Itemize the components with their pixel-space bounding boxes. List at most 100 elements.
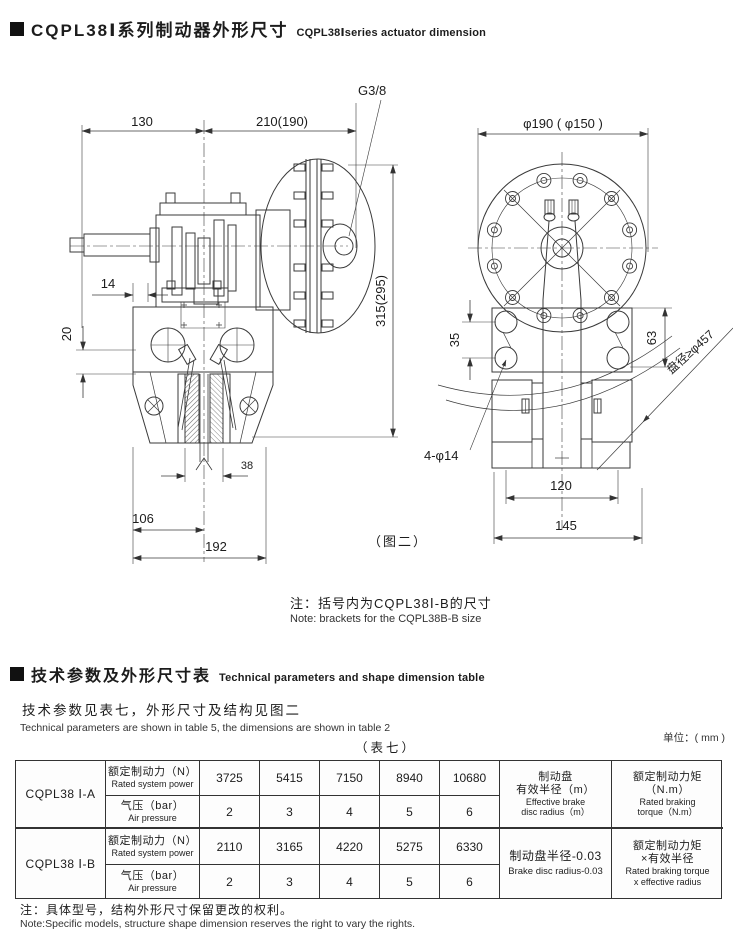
torque-line: torque（N.m）: [637, 807, 698, 817]
torque-line: Rated braking: [639, 796, 696, 807]
top-clamp: [160, 193, 246, 215]
dim-210-190: 210(190): [256, 114, 308, 129]
square-bullet-icon: [10, 21, 24, 36]
table-cell: 5415: [260, 761, 320, 796]
value: 5275: [396, 839, 423, 854]
torque-header-cell: 额定制动力矩 （N.m） Rated braking torque（N.m）: [612, 761, 723, 829]
model-label: CQPL38 Ⅰ-B: [25, 856, 96, 871]
torque-line: 额定制动力矩: [633, 770, 702, 783]
top-ports: [544, 200, 579, 221]
radius-line: 制动盘半径-0.03: [509, 848, 602, 863]
dim-130: 130: [131, 114, 153, 129]
radius-line: Effective brake: [525, 796, 586, 807]
base-foot: [492, 442, 630, 468]
figure-label: （图二）: [368, 534, 428, 549]
dim-35: 35: [447, 333, 462, 347]
table-cell: 3165: [260, 829, 320, 865]
value: 3: [286, 874, 293, 889]
torque-line: x effective radius: [633, 876, 702, 887]
table-label: （表七）: [355, 741, 418, 755]
value: 5: [406, 804, 413, 819]
disc-diameter-note: 盘径≥φ457: [663, 326, 717, 376]
value: 3165: [276, 839, 303, 854]
dim-315-295: 315(295): [373, 275, 388, 327]
value: 2110: [216, 839, 243, 854]
torque-line: Rated braking torque: [625, 866, 710, 876]
radius-line: Brake disc radius-0.03: [508, 865, 603, 877]
power-label-zh: 额定制动力（N）: [108, 766, 197, 779]
front-view-dimensions: [462, 128, 672, 544]
param-label-cell: 气压（bar） Air pressure: [106, 865, 200, 898]
value: 6330: [456, 839, 483, 854]
lever-bracket: [156, 215, 260, 307]
table-cell: 6330: [440, 829, 500, 865]
section2-heading: 技术参数及外形尺寸表 Technical parameters and shap…: [10, 662, 485, 686]
table-cell: 3: [260, 865, 320, 898]
brake-caliper: [133, 372, 273, 470]
pressure-label-zh: 气压（bar）: [120, 869, 185, 882]
dim-63: 63: [644, 331, 659, 345]
dim-145: 145: [555, 518, 577, 533]
square-bullet-icon: [10, 667, 24, 681]
value: 2: [226, 804, 233, 819]
dim-120: 120: [550, 478, 572, 493]
radius-line: 有效半径（m）: [516, 783, 595, 796]
dim-phi190-phi150: φ190 ( φ150 ): [523, 116, 603, 131]
value: 5: [406, 874, 413, 889]
pressure-label-en: Air pressure: [128, 812, 177, 823]
dim-14: 14: [101, 276, 115, 291]
table-cell: 3725: [200, 761, 260, 796]
diaphragm-chamber: [261, 159, 375, 333]
dim-38: 38: [241, 460, 253, 472]
radius-header-cell: 制动盘半径-0.03 Brake disc radius-0.03: [500, 829, 612, 898]
radius-line: disc radius（m）: [521, 807, 590, 817]
flange-bolts: [294, 164, 333, 327]
value: 3: [286, 804, 293, 819]
table-cell: 5275: [380, 829, 440, 865]
dim-20: 20: [59, 327, 74, 341]
section2-heading-zh: 技术参数及外形尺寸表: [31, 668, 212, 685]
table-cell: 2: [200, 865, 260, 898]
value: 3725: [216, 771, 243, 785]
value: 7150: [336, 771, 363, 785]
model-label: CQPL38 Ⅰ-A: [25, 787, 96, 801]
table-cell: 4: [320, 865, 380, 898]
table-cell: 5: [380, 865, 440, 898]
page-title-zh: CQPL38Ⅰ系列制动器外形尺寸: [31, 21, 289, 40]
value: 2: [226, 874, 233, 889]
dim-192: 192: [205, 539, 227, 554]
pressure-label-zh: 气压（bar）: [120, 799, 185, 812]
side-view-dimensions: [76, 100, 398, 564]
param-label-cell: 额定制动力（N） Rated system power: [106, 829, 200, 865]
brake-pad-left: [185, 374, 199, 443]
value: 4: [346, 804, 353, 819]
value: 8940: [396, 771, 423, 785]
torque-line: 额定制动力矩: [633, 840, 702, 852]
section2-heading-en: Technical parameters and shape dimension…: [219, 672, 485, 684]
value: 10680: [452, 771, 487, 785]
param-label-cell: 额定制动力（N） Rated system power: [106, 761, 200, 796]
figure-note-en: Note: brackets for the CQPL38B-B size: [290, 613, 482, 625]
figure-note-zh: 注：括号内为CQPL38Ⅰ-B的尺寸: [290, 596, 492, 611]
dim-thread-g38: G3/8: [358, 83, 386, 98]
radius-header-cell: 制动盘 有效半径（m） Effective brake disc radius（…: [500, 761, 612, 829]
torque-line: （N.m）: [645, 783, 690, 796]
section2-subtitle-en: Technical parameters are shown in table …: [20, 722, 391, 734]
table-cell: 8940: [380, 761, 440, 796]
shaft: [70, 228, 159, 262]
value: 5415: [276, 771, 303, 785]
model-cell: CQPL38 Ⅰ-B: [16, 829, 106, 898]
pressure-label-en: Air pressure: [128, 882, 177, 893]
torque-header-cell: 额定制动力矩 ×有效半径 Rated braking torque x effe…: [612, 829, 723, 898]
table-cell: 5: [380, 796, 440, 829]
disc-slot: [200, 374, 208, 462]
table-cell: 6: [440, 865, 500, 898]
table-cell: 3: [260, 796, 320, 829]
power-label-en: Rated system power: [111, 779, 194, 790]
torque-line: ×有效半径: [641, 853, 694, 865]
table-cell: 7150: [320, 761, 380, 796]
table-cell: 2: [200, 796, 260, 829]
param-label-cell: 气压（bar） Air pressure: [106, 796, 200, 829]
unit-label: 单位：( mm ): [663, 732, 725, 744]
